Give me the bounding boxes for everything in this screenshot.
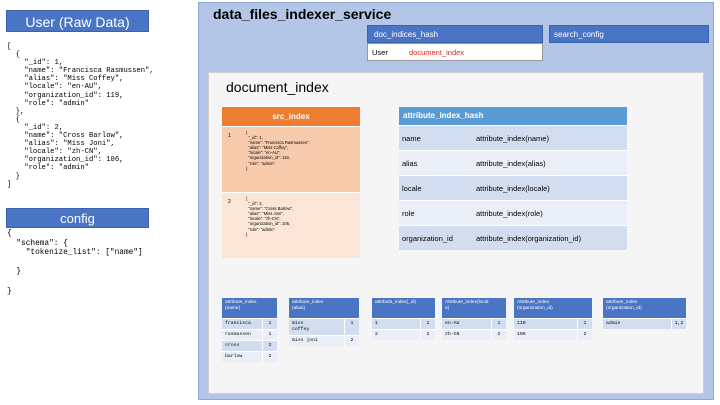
mini-key: miss coffey [292,321,310,332]
mini-table-row: en-AU 1 [442,318,506,329]
mini-value: 2 [577,330,592,340]
config-title: config [6,208,149,228]
mini-table-header: attribute_index (name) [222,298,277,318]
attribute-index-hash-row: locale attribute_index(locale) [399,175,627,200]
attribute-value: attribute_index(name) [476,134,549,143]
src-index-table: src_index 1 { "_id": 1, "name": "Francis… [222,107,360,258]
search-config-box: search_config [549,25,709,43]
mini-table-row: 106 2 [514,329,592,340]
mini-value: 1 [420,319,435,329]
doc-indices-hash-key: User [372,48,388,57]
attribute-value: attribute_index(role) [476,209,543,218]
attribute-index-name-table: attribute_index (name) francisca 1 rasmus… [222,298,277,362]
mini-key: 1 [375,321,378,326]
mini-value: 2 [262,341,277,351]
mini-table-row: miss coffey 1 [289,318,359,335]
doc-indices-hash-value: document_index [409,48,465,57]
mini-key: miss joni [292,338,318,343]
attribute-value: attribute_index(alias) [476,159,546,168]
attribute-key: locale [402,184,422,193]
mini-key: admin [606,321,621,326]
src-index-row-body: { "_id": 2, "name": "Cross Barlow", "ali… [246,196,294,237]
src-index-header: src_index [222,107,360,126]
doc-indices-hash-row: User document_index [367,43,543,61]
mini-table-header: attribute_index(_id) [372,298,435,318]
mini-value: 2 [420,330,435,340]
mini-value: 1 [262,330,277,340]
mini-value: 1 [577,319,592,329]
config-json: { "schema": { "tokenize_list": ["name"] … [7,230,143,296]
attribute-index-hash-row: role attribute_index(role) [399,200,627,225]
mini-table-row: admin 1,2 [603,318,686,329]
attribute-index-hash-row: alias attribute_index(alias) [399,150,627,175]
attribute-index-locale-table: Attribute_index(local e) en-AU 1 zh-CN 2 [442,298,506,340]
src-index-row: 2 { "_id": 2, "name": "Cross Barlow", "a… [222,192,360,258]
mini-key: en-AU [445,321,460,326]
mini-table-row: zh-CN 2 [442,329,506,340]
mini-table-row: francisca 1 [222,318,277,329]
data-files-indexer-service: data_files_indexer_service doc_indices_h… [198,2,714,400]
attribute-index-role-table: attribute_index (organization_id) admin 1… [603,298,686,329]
src-index-row: 1 { "_id": 1, "name": "Francisca Rasmuss… [222,126,360,192]
mini-table-header: attribute_index (organization_id) [603,298,686,318]
attribute-index-hash-table: attribute_index_hash name attribute_index… [399,107,627,255]
attribute-value: attribute_index(organization_id) [476,234,582,243]
attribute-key: role [402,209,415,218]
mini-table-row: rasmussen 1 [222,329,277,340]
attribute-key: alias [402,159,418,168]
attribute-index-organization-id-table: Attribute_index (organization_id) 119 1 1… [514,298,592,340]
mini-value: 2 [344,336,359,346]
mini-key: cross [225,343,240,348]
attribute-key: organization_id [402,234,453,243]
attribute-index-hash-row: organization_id attribute_index(organizat… [399,225,627,250]
mini-table-row: miss joni 2 [289,335,359,346]
mini-table-header: attribute_index (alias) [289,298,359,318]
src-index-row-number: 2 [228,199,231,205]
src-index-row-number: 1 [228,133,231,139]
attribute-value: attribute_index(locale) [476,184,550,193]
mini-value: 1 [344,319,359,335]
mini-key: zh-CN [445,332,460,337]
mini-key: 119 [517,321,526,326]
doc-indices-hash-header: doc_indices_hash [367,25,543,43]
mini-table-row: barlow 2 [222,351,277,362]
mini-key: 106 [517,332,526,337]
mini-table-row: cross 2 [222,340,277,351]
service-title: data_files_indexer_service [213,6,392,22]
mini-key: rasmussen [225,332,251,337]
mini-table-row: 119 1 [514,318,592,329]
mini-value: 1,2 [671,319,686,329]
user-raw-data-title: User (Raw Data) [6,10,149,32]
mini-value: 2 [491,330,506,340]
document-index-panel: document_index src_index 1 { "_id": 1, "… [208,72,704,394]
mini-table-header: Attribute_index (organization_id) [514,298,592,318]
mini-value: 2 [262,352,277,362]
attribute-index-alias-table: attribute_index (alias) miss coffey 1 mis… [289,298,359,346]
mini-value: 1 [262,319,277,329]
attribute-key: name [402,134,421,143]
mini-key: 2 [375,332,378,337]
src-index-row-body: { "_id": 1, "name": "Francisca Rasmussen… [246,130,310,171]
document-index-title: document_index [226,79,329,95]
attribute-index-hash-row: name attribute_index(name) [399,125,627,150]
mini-table-header: Attribute_index(local e) [442,298,506,318]
mini-value: 1 [491,319,506,329]
attribute-index-hash-header: attribute_index_hash [399,107,627,125]
mini-key: francisca [225,321,251,326]
mini-key: barlow [225,354,243,359]
user-raw-json: [ { "_id": 1, "name": "Francisca Rasmuss… [7,43,154,189]
